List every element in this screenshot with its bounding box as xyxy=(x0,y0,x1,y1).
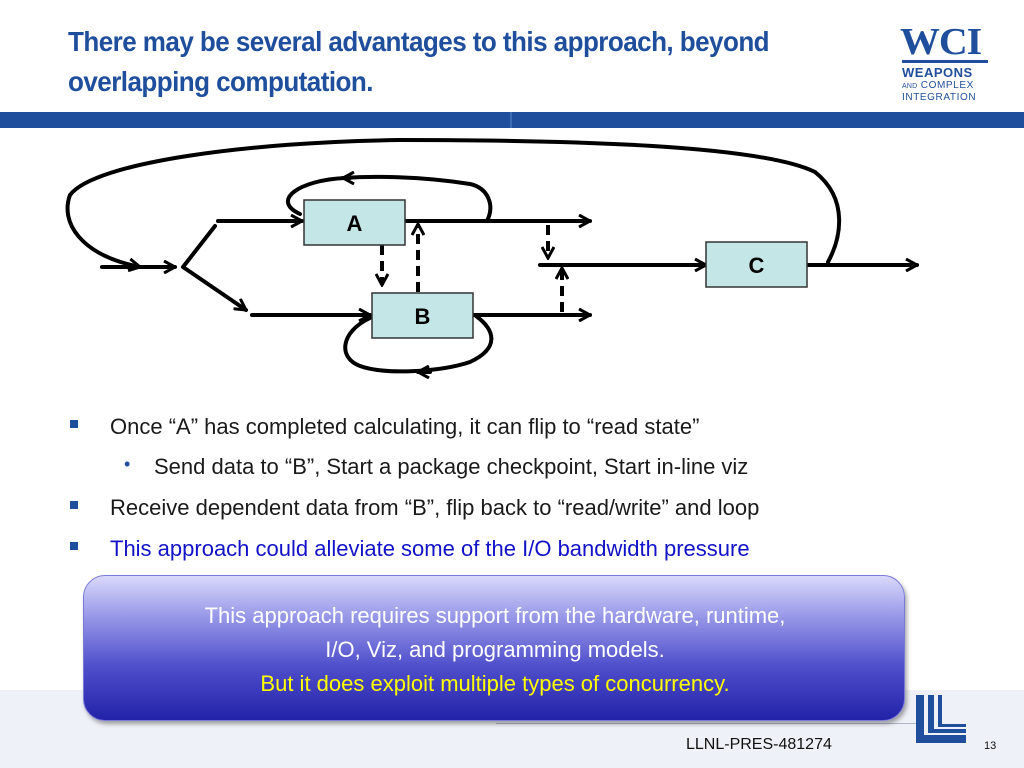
wci-logo: WCI WEAPONS AND COMPLEX INTEGRATION xyxy=(896,21,992,106)
page-number: 13 xyxy=(984,740,997,752)
callout-line1: This approach requires support from the … xyxy=(204,603,786,628)
wci-logo-rule xyxy=(902,60,988,63)
node-b: B xyxy=(371,292,474,339)
wci-logo-integration: INTEGRATION xyxy=(902,92,977,103)
callout-line3: But it does exploit multiple types of co… xyxy=(260,671,730,696)
wci-logo-and-complex: AND COMPLEX xyxy=(902,80,974,91)
a-loop-arrow xyxy=(285,174,493,223)
square-bullet-icon xyxy=(70,420,78,428)
footer-rule xyxy=(496,723,916,724)
llnl-logo xyxy=(916,695,966,743)
wci-logo-mark: WCI xyxy=(900,21,982,63)
flow-diagram: A B C xyxy=(65,137,919,390)
square-bullet-icon xyxy=(70,542,78,550)
wci-logo-weapons: WEAPONS xyxy=(902,65,973,80)
sub-bullet-text: Send data to “B”, Start a package checkp… xyxy=(154,454,749,479)
node-c: C xyxy=(705,241,808,288)
slide-title-line1: There may be several advantages to this … xyxy=(68,26,770,57)
node-b-label: B xyxy=(415,304,431,329)
bullet-text-highlight: This approach could alleviate some of th… xyxy=(110,536,750,561)
bullet-text: Once “A” has completed calculating, it c… xyxy=(110,414,700,439)
slide-title-line2: overlapping computation. xyxy=(68,66,373,97)
split-to-a-arrow xyxy=(181,224,217,269)
header-band xyxy=(0,112,1024,128)
footer-presentation-id: LLNL-PRES-481274 xyxy=(686,736,832,753)
split-to-b-arrow xyxy=(181,265,246,312)
wci-logo-and: AND xyxy=(902,83,918,90)
wci-logo-complex: COMPLEX xyxy=(920,80,974,91)
bullet-text: Receive dependent data from “B”, flip ba… xyxy=(110,495,760,520)
callout-box: This approach requires support from the … xyxy=(83,575,905,721)
node-a-label: A xyxy=(347,211,363,236)
square-bullet-icon xyxy=(70,501,78,509)
callout-line2: I/O, Viz, and programming models. xyxy=(325,637,665,662)
node-c-label: C xyxy=(749,253,765,278)
round-bullet-icon: • xyxy=(124,454,131,474)
node-a: A xyxy=(303,199,406,246)
slide-title: There may be several advantages to this … xyxy=(68,22,812,102)
big-loop-arrow xyxy=(65,137,842,267)
header-band-divider xyxy=(510,112,512,128)
b-loop-arrow xyxy=(343,314,494,374)
